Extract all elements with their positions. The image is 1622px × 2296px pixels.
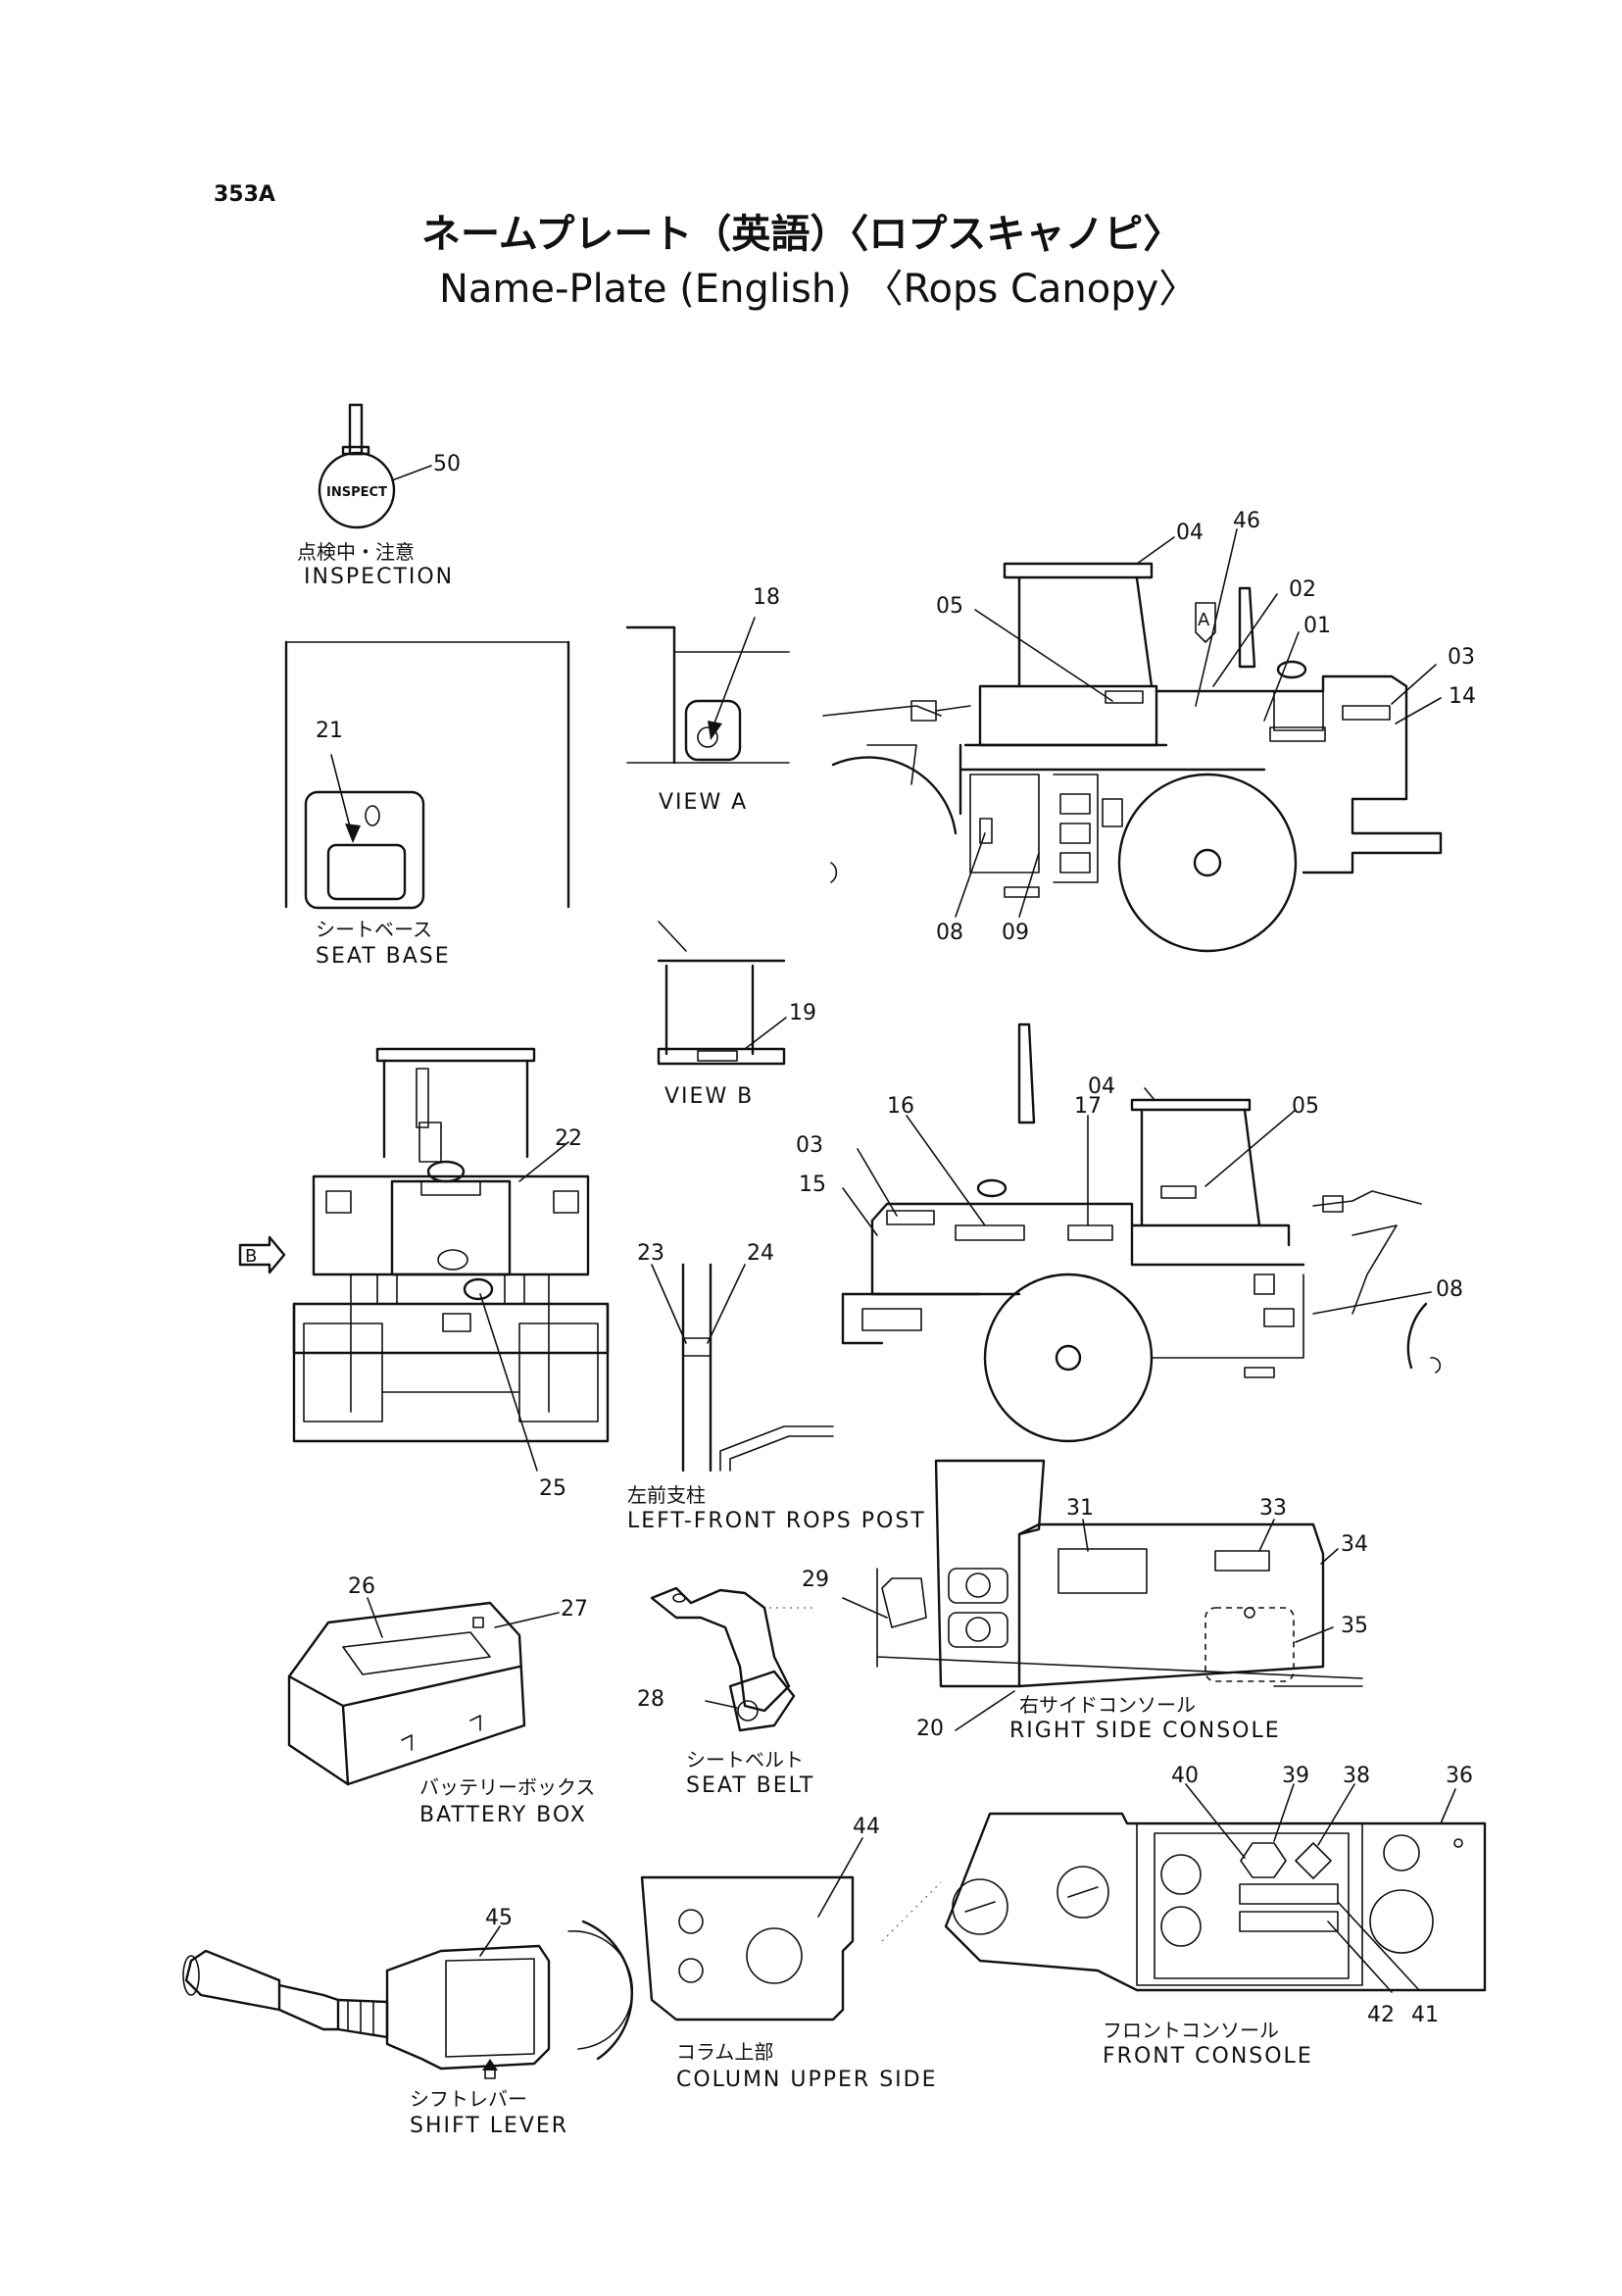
right-console-label-jp: 右サイドコンソール <box>1019 1693 1196 1717</box>
callout-31: 31 <box>1066 1496 1094 1521</box>
rops-post-label: LEFT-FRONT ROPS POST <box>627 1509 926 1533</box>
front-console-label: FRONT CONSOLE <box>1103 2044 1313 2069</box>
callout-04-lower: 04 <box>1088 1074 1115 1099</box>
seat-belt-label: SEAT BELT <box>686 1773 814 1798</box>
seat-belt-label-jp: シートベルト <box>686 1748 804 1772</box>
shift-lever-label: SHIFT LEVER <box>410 2114 568 2138</box>
title-english: Name-Plate (English) 〈Rops Canopy〉 <box>439 267 1198 312</box>
callout-25: 25 <box>539 1476 566 1501</box>
shift-lever-drawing <box>182 1920 633 2079</box>
seat-base-label: SEAT BASE <box>316 944 451 969</box>
column-upper-drawing <box>640 1837 942 2021</box>
callout-05-lower: 05 <box>1292 1094 1319 1119</box>
callout-27: 27 <box>561 1597 588 1622</box>
battery-box-label: BATTERY BOX <box>419 1803 587 1827</box>
callout-17: 17 <box>1074 1094 1102 1119</box>
title-japanese: ネームプレート（英語）〈ロプスキャノピ〉 <box>421 212 1182 257</box>
callout-50: 50 <box>433 452 461 476</box>
callout-39: 39 <box>1282 1764 1309 1788</box>
callout-18: 18 <box>753 585 780 610</box>
view-a-marker: A <box>1198 610 1210 630</box>
view-a-label: VIEW A <box>659 790 748 815</box>
shift-lever-label-jp: シフトレバー <box>410 2087 527 2111</box>
column-label-jp: コラム上部 <box>676 2040 773 2064</box>
callout-05-upper: 05 <box>936 594 963 619</box>
callout-41: 41 <box>1411 2003 1439 2027</box>
callout-45: 45 <box>485 1906 513 1930</box>
callout-24: 24 <box>747 1241 774 1266</box>
callout-19: 19 <box>789 1001 816 1025</box>
callout-02: 02 <box>1289 577 1316 602</box>
callout-38: 38 <box>1343 1764 1370 1788</box>
callout-46: 46 <box>1233 509 1260 533</box>
callout-26: 26 <box>348 1574 375 1599</box>
seat-base-drawing <box>284 640 570 910</box>
callout-23: 23 <box>637 1241 664 1266</box>
callout-36: 36 <box>1446 1764 1473 1788</box>
callout-20: 20 <box>916 1717 944 1741</box>
upper-loader-leaders <box>955 528 1442 918</box>
callout-16: 16 <box>887 1094 914 1119</box>
badge-label: INSPECT <box>326 485 387 500</box>
seat-belt-drawing <box>650 1586 813 1732</box>
callout-09: 09 <box>1002 921 1029 945</box>
callout-14: 14 <box>1449 684 1476 709</box>
inspection-badge: INSPECT <box>318 403 432 529</box>
battery-box-drawing <box>287 1597 560 1786</box>
loader-right-view <box>841 1023 1442 1443</box>
view-b-marker: B <box>245 1246 257 1267</box>
page-code: 353A <box>214 182 275 207</box>
callout-21: 21 <box>316 719 343 743</box>
right-side-console-drawing <box>842 1459 1363 1731</box>
callout-15: 15 <box>799 1173 826 1197</box>
view-b-label: VIEW B <box>664 1084 754 1109</box>
callout-28: 28 <box>637 1687 664 1712</box>
rops-post-label-jp: 左前支柱 <box>627 1483 706 1507</box>
right-console-label: RIGHT SIDE CONSOLE <box>1009 1719 1281 1743</box>
view-b-drawing <box>657 921 787 1066</box>
callout-29: 29 <box>802 1568 829 1592</box>
battery-box-label-jp: バッテリーボックス <box>419 1775 595 1799</box>
front-console-drawing <box>944 1783 1487 1993</box>
inspection-label-jp: 点検中・注意 <box>297 540 415 564</box>
callout-42: 42 <box>1367 2003 1395 2027</box>
callout-33: 33 <box>1259 1496 1287 1521</box>
seat-base-label-jp: シートベース <box>316 918 432 941</box>
view-a-drawing <box>625 617 790 765</box>
callout-01: 01 <box>1303 614 1331 638</box>
callout-34: 34 <box>1341 1532 1368 1557</box>
inspection-label: INSPECTION <box>304 565 454 589</box>
callout-08-lower: 08 <box>1436 1277 1463 1302</box>
loader-left-view: A <box>822 562 1443 953</box>
callout-35: 35 <box>1341 1614 1368 1638</box>
callout-40: 40 <box>1171 1764 1199 1788</box>
column-label: COLUMN UPPER SIDE <box>676 2068 937 2092</box>
callout-03-upper: 03 <box>1448 645 1475 670</box>
callout-03-lower: 03 <box>796 1133 823 1158</box>
callout-22: 22 <box>555 1126 582 1151</box>
callout-08-upper: 08 <box>936 921 963 945</box>
rops-post-drawing <box>651 1263 834 1472</box>
loader-rear-view: B <box>238 1047 610 1472</box>
callout-44: 44 <box>853 1815 880 1839</box>
callout-04-upper: 04 <box>1176 521 1204 545</box>
front-console-label-jp: フロントコンソール <box>1103 2019 1279 2042</box>
